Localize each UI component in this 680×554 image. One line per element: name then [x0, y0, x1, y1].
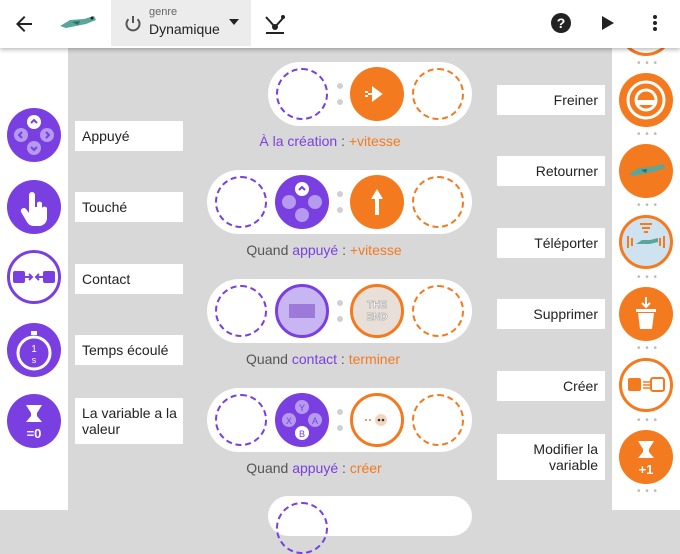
svg-text:THE: THE: [367, 300, 387, 311]
connector-dot: [337, 99, 343, 105]
event-label-variable: La variable a la valeur: [75, 398, 183, 444]
help-icon[interactable]: ?: [551, 13, 571, 33]
event-label-pressed: Appuyé: [75, 121, 183, 151]
svg-text:B: B: [299, 429, 305, 439]
event-label-timer: Temps écoulé: [75, 335, 183, 365]
rule-caption: À la création : +vitesse: [259, 133, 401, 149]
connector-dot: [337, 207, 343, 213]
rule-row[interactable]: Y X A B: [207, 388, 472, 452]
svg-text:+1: +1: [639, 462, 654, 477]
rule-caption: Quand appuyé : +vitesse: [246, 242, 402, 258]
rule-caption: Quand contact : terminer: [245, 351, 401, 367]
action-label-modify-variable: Modifier la variable: [497, 434, 605, 480]
top-app-bar: genre Dynamique ?: [0, 0, 680, 48]
dots-indicator: • • •: [637, 200, 659, 211]
rule-caption: Quand appuyé : créer: [246, 460, 382, 476]
teleport-action-icon[interactable]: [619, 215, 673, 269]
event-label-touched: Touché: [75, 192, 183, 222]
power-icon: [123, 14, 143, 34]
create-object-action-icon[interactable]: [350, 393, 404, 447]
action-label-teleport: Téléporter: [497, 228, 605, 258]
connector-dot: [337, 316, 343, 322]
dots-indicator: • • •: [637, 272, 659, 283]
dots-indicator: • • •: [637, 129, 659, 140]
empty-event-slot[interactable]: [215, 394, 267, 446]
connector-dot: [337, 83, 343, 89]
dots-indicator: • • •: [637, 415, 659, 426]
rule-row[interactable]: [207, 170, 472, 234]
contact-object-icon[interactable]: [275, 284, 329, 338]
dots-indicator: • • •: [637, 58, 659, 69]
dots-indicator: • • •: [637, 343, 659, 354]
svg-text:END: END: [366, 312, 387, 323]
more-vert-icon[interactable]: [652, 14, 658, 32]
connector-dot: [337, 300, 343, 306]
svg-text:1: 1: [31, 344, 37, 355]
genre-label: genre: [149, 6, 178, 18]
svg-text:A: A: [312, 416, 318, 426]
contact-event-icon[interactable]: [7, 250, 61, 304]
variable-event-icon[interactable]: =0: [7, 394, 61, 448]
genre-value: Dynamique: [149, 21, 220, 37]
empty-action-slot[interactable]: [412, 176, 464, 228]
svg-text:s: s: [32, 355, 37, 365]
rule-row[interactable]: THE END: [207, 279, 472, 343]
object-thumbnail-icon[interactable]: [58, 12, 98, 34]
action-label-brake: Freiner: [497, 85, 605, 115]
event-label-contact: Contact: [75, 264, 183, 294]
svg-text:=0: =0: [27, 426, 42, 441]
empty-action-slot[interactable]: [412, 285, 464, 337]
create-action-icon[interactable]: [619, 358, 673, 412]
genre-dropdown[interactable]: genre Dynamique: [111, 0, 251, 46]
connector-dot: [337, 191, 343, 197]
brake-action-icon[interactable]: [619, 73, 673, 127]
dropdown-arrow-icon: [229, 19, 239, 25]
svg-text:?: ?: [557, 15, 566, 31]
connector-dot: [337, 409, 343, 415]
empty-event-slot[interactable]: [276, 68, 328, 120]
dots-indicator: • • •: [637, 486, 659, 497]
play-icon[interactable]: [602, 16, 614, 30]
svg-text:X: X: [286, 416, 292, 426]
empty-event-slot[interactable]: [215, 176, 267, 228]
speed-action-icon[interactable]: [350, 175, 404, 229]
svg-text:Y: Y: [299, 403, 305, 413]
action-label-create: Créer: [497, 371, 605, 401]
connector-dot: [337, 425, 343, 431]
speed-action-icon[interactable]: [350, 67, 404, 121]
end-action-icon[interactable]: THE END: [350, 284, 404, 338]
flip-action-icon[interactable]: [619, 144, 673, 198]
path-edit-icon[interactable]: [264, 13, 286, 35]
gamepad-buttons-event-icon[interactable]: Y X A B: [275, 393, 329, 447]
empty-action-slot[interactable]: [412, 394, 464, 446]
rule-row[interactable]: [268, 496, 472, 554]
timer-event-icon[interactable]: 1 s: [7, 323, 61, 377]
empty-event-slot[interactable]: [215, 285, 267, 337]
back-arrow-icon[interactable]: [12, 12, 36, 36]
dpad-event-icon[interactable]: [275, 175, 329, 229]
empty-action-slot[interactable]: [412, 68, 464, 120]
rule-row[interactable]: [268, 62, 472, 126]
touch-event-icon[interactable]: [7, 180, 61, 234]
action-label-delete: Supprimer: [497, 299, 605, 329]
modify-variable-action-icon[interactable]: +1: [619, 430, 673, 484]
dpad-event-icon[interactable]: [7, 108, 61, 162]
delete-action-icon[interactable]: [619, 287, 673, 341]
action-label-flip: Retourner: [497, 156, 605, 186]
